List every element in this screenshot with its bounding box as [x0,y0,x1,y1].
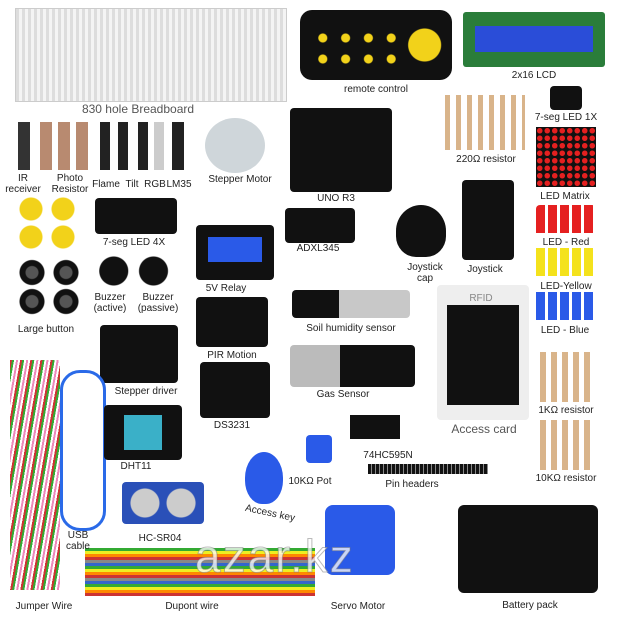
led-red [536,205,596,233]
label-seg4: 7-seg LED 4X [102,237,166,248]
label-led-red: LED - Red [542,237,590,248]
led-blue [536,292,596,320]
label-adxl: ADXL345 [296,243,340,254]
seg-led-1x [550,86,582,110]
buzzers [95,255,170,287]
soil-sensor [292,290,410,318]
battery-pack [458,505,598,593]
label-uno: UNO R3 [317,193,355,204]
rfid-panel [437,285,529,420]
label-ic: 74HC595N [363,450,413,461]
label-dupont: Dupont wire [165,601,219,612]
label-gas: Gas Sensor [316,389,370,400]
breadboard [15,8,287,102]
label-10k: 10KΩ resistor [535,473,597,484]
label-battery: Battery pack [502,600,558,611]
label-large-button: Large button [17,324,75,335]
jumper-wires-left [10,360,60,590]
access-key [245,452,283,504]
label-relay: 5V Relay [205,283,247,294]
label-matrix: LED Matrix [540,191,590,202]
adxl345 [285,208,355,243]
label-stepper-motor: Stepper Motor [208,174,272,185]
relay [196,225,274,280]
label-soil: Soil humidity sensor [306,323,396,334]
label-joystick: Joystick [467,264,503,275]
label-220: 220Ω resistor [456,154,516,165]
label-rgb: RGB [144,179,166,190]
stepper-motor [205,118,265,173]
label-led-yellow: LED-Yellow [540,281,592,292]
label-hcsr04: HC-SR04 [138,533,182,544]
lcd [463,12,605,67]
label-flame: Flame [92,179,120,190]
gas-sensor [290,345,415,387]
pin-headers [368,464,488,474]
label-stepper-driver: Stepper driver [114,386,178,397]
resistors-1k [540,352,595,402]
servo [325,505,395,575]
stepper-driver [100,325,178,383]
large-buttons [15,258,83,316]
components-row [18,122,188,170]
label-lcd: 2x16 LCD [511,70,557,81]
label-access-card: Access card [451,422,517,436]
label-pot: 10KΩ Pot [288,476,332,487]
led-matrix [536,127,596,187]
pot [306,435,332,463]
label-lm35: LM35 [166,179,192,190]
label-seg1: 7-seg LED 1X [534,112,598,123]
seg-led-4x [95,198,177,234]
resistors-10k [540,420,595,470]
label-ir: IR receiver [5,173,41,195]
label-ds3231: DS3231 [213,420,251,431]
usb-cable [60,370,106,531]
joystick-module [462,180,514,260]
watermark: azar.kz [195,530,355,582]
label-rfid: RFID [469,293,493,304]
label-tilt: Tilt [125,179,139,190]
label-photo: Photo Resistor [51,173,89,195]
yellow-caps [15,195,80,250]
label-led-blue: LED - Blue [540,325,590,336]
uno-board [290,108,392,192]
joystick-cap [396,205,446,257]
pir [196,297,268,347]
label-1k: 1KΩ resistor [538,405,594,416]
label-access-key: Access key [244,502,296,525]
label-joy-cap: Joystick cap [407,262,443,284]
remote-control [300,10,452,80]
ds3231 [200,362,270,418]
led-yellow [536,248,596,276]
dupont-wires [85,548,315,596]
label-usb: USB cable [66,530,90,552]
dht11 [104,405,182,460]
label-pin-headers: Pin headers [385,479,439,490]
ic-74hc595 [350,415,400,439]
hc-sr04 [122,482,204,524]
label-breadboard: 830 hole Breadboard [81,102,195,116]
label-buzzer-active: Buzzer (active) [93,292,127,314]
resistors-220 [445,95,525,150]
label-pir: PIR Motion [207,350,257,361]
label-buzzer-passive: Buzzer (passive) [137,292,179,314]
label-remote: remote control [344,84,408,95]
label-dht11: DHT11 [120,461,152,472]
label-jumper: Jumper Wire [15,601,73,612]
label-servo: Servo Motor [330,601,386,612]
